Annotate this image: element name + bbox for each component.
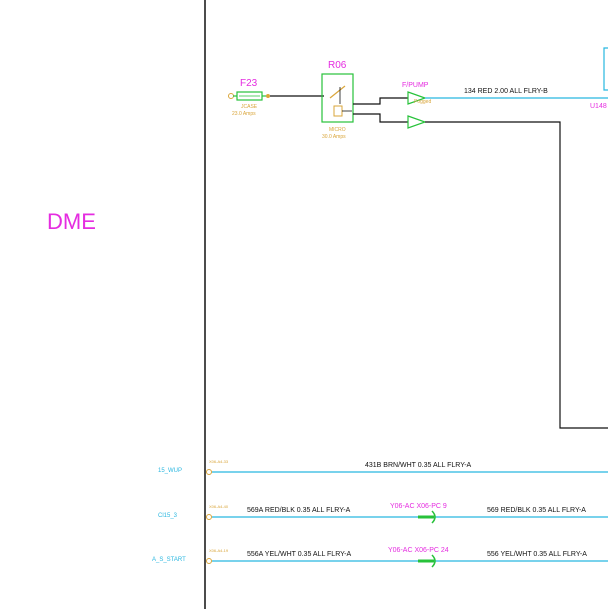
wire-black-return — [425, 121, 608, 429]
circuit-splice-label: Y06-AC X06-PC 9 — [390, 503, 447, 510]
module-label: DME — [47, 209, 96, 234]
relay-type: MICRO — [329, 127, 346, 133]
wire-relay-to-fpump — [353, 97, 408, 105]
relay-body — [321, 73, 354, 123]
fuel-pump-connector[interactable]: F/PUMP Pogged — [402, 82, 431, 105]
splice-connector-icon — [431, 510, 436, 524]
circuit-pin: X06-A4-33 — [209, 459, 229, 464]
circuit-pin-icon — [206, 469, 212, 475]
circuit-signal: Cl15_3 — [158, 513, 178, 519]
circuit-pin-icon — [206, 514, 212, 520]
circuit-wire-label: 431B BRN/WHT 0.35 ALL FLRY-A — [365, 462, 472, 469]
relay-rating: 30.0 Amps — [322, 134, 346, 140]
circuit-pin: X06-A4-19 — [209, 548, 229, 553]
relay-switch-arm — [329, 85, 346, 99]
circuit-pin: X06-A4-40 — [209, 504, 229, 509]
circuit-pin-icon — [206, 558, 212, 564]
top-wire-label: 134 RED 2.00 ALL FLRY-B — [464, 88, 548, 95]
relay-coil — [333, 105, 343, 117]
circuit-wire-label-2: 556 YEL/WHT 0.35 ALL FLRY-A — [487, 551, 587, 558]
top-right-connector-edge — [603, 47, 608, 91]
circuit-wire-label: 569A RED/BLK 0.35 ALL FLRY-A — [247, 507, 351, 514]
circuit-row-cl15-3[interactable]: Cl15_3 X06-A4-40 569A RED/BLK 0.35 ALL F… — [158, 503, 608, 524]
top-wire-end-connector: U148 — [590, 103, 607, 110]
fuse-id: F23 — [240, 78, 258, 89]
relay-id: R06 — [328, 60, 347, 71]
circuit-signal: 15_WUP — [158, 468, 182, 474]
circuit-row-a-s-start[interactable]: A_S_START X06-A4-19 556A YEL/WHT 0.35 AL… — [152, 547, 608, 568]
circuit-wire-label-2: 569 RED/BLK 0.35 ALL FLRY-A — [487, 507, 586, 514]
splice-connector-icon — [431, 554, 436, 568]
fuse-output-pin — [266, 94, 270, 98]
fuel-pump-sub: Pogged — [414, 99, 431, 105]
fuse-input-pin — [228, 93, 234, 99]
fuel-pump-name: F/PUMP — [402, 82, 429, 89]
relay-r06[interactable]: R06 MICRO 30.0 Amps — [321, 60, 354, 140]
circuit-wire-label: 556A YEL/WHT 0.35 ALL FLRY-A — [247, 551, 351, 558]
circuit-splice-label: Y06-AC X06-PC 24 — [388, 547, 449, 554]
fuse-type: JCASE — [241, 104, 258, 110]
circuit-signal: A_S_START — [152, 557, 186, 563]
wire-relay-to-lower-connector — [353, 113, 408, 123]
fuse-f23[interactable]: F23 JCASE 23.0 Amps — [228, 78, 271, 117]
lower-connector-arrow — [407, 115, 427, 129]
fuse-rating: 23.0 Amps — [232, 111, 256, 117]
circuit-row-15-wup[interactable]: 15_WUP X06-A4-33 431B BRN/WHT 0.35 ALL F… — [158, 459, 608, 475]
fuel-pump-arrow — [407, 91, 427, 105]
